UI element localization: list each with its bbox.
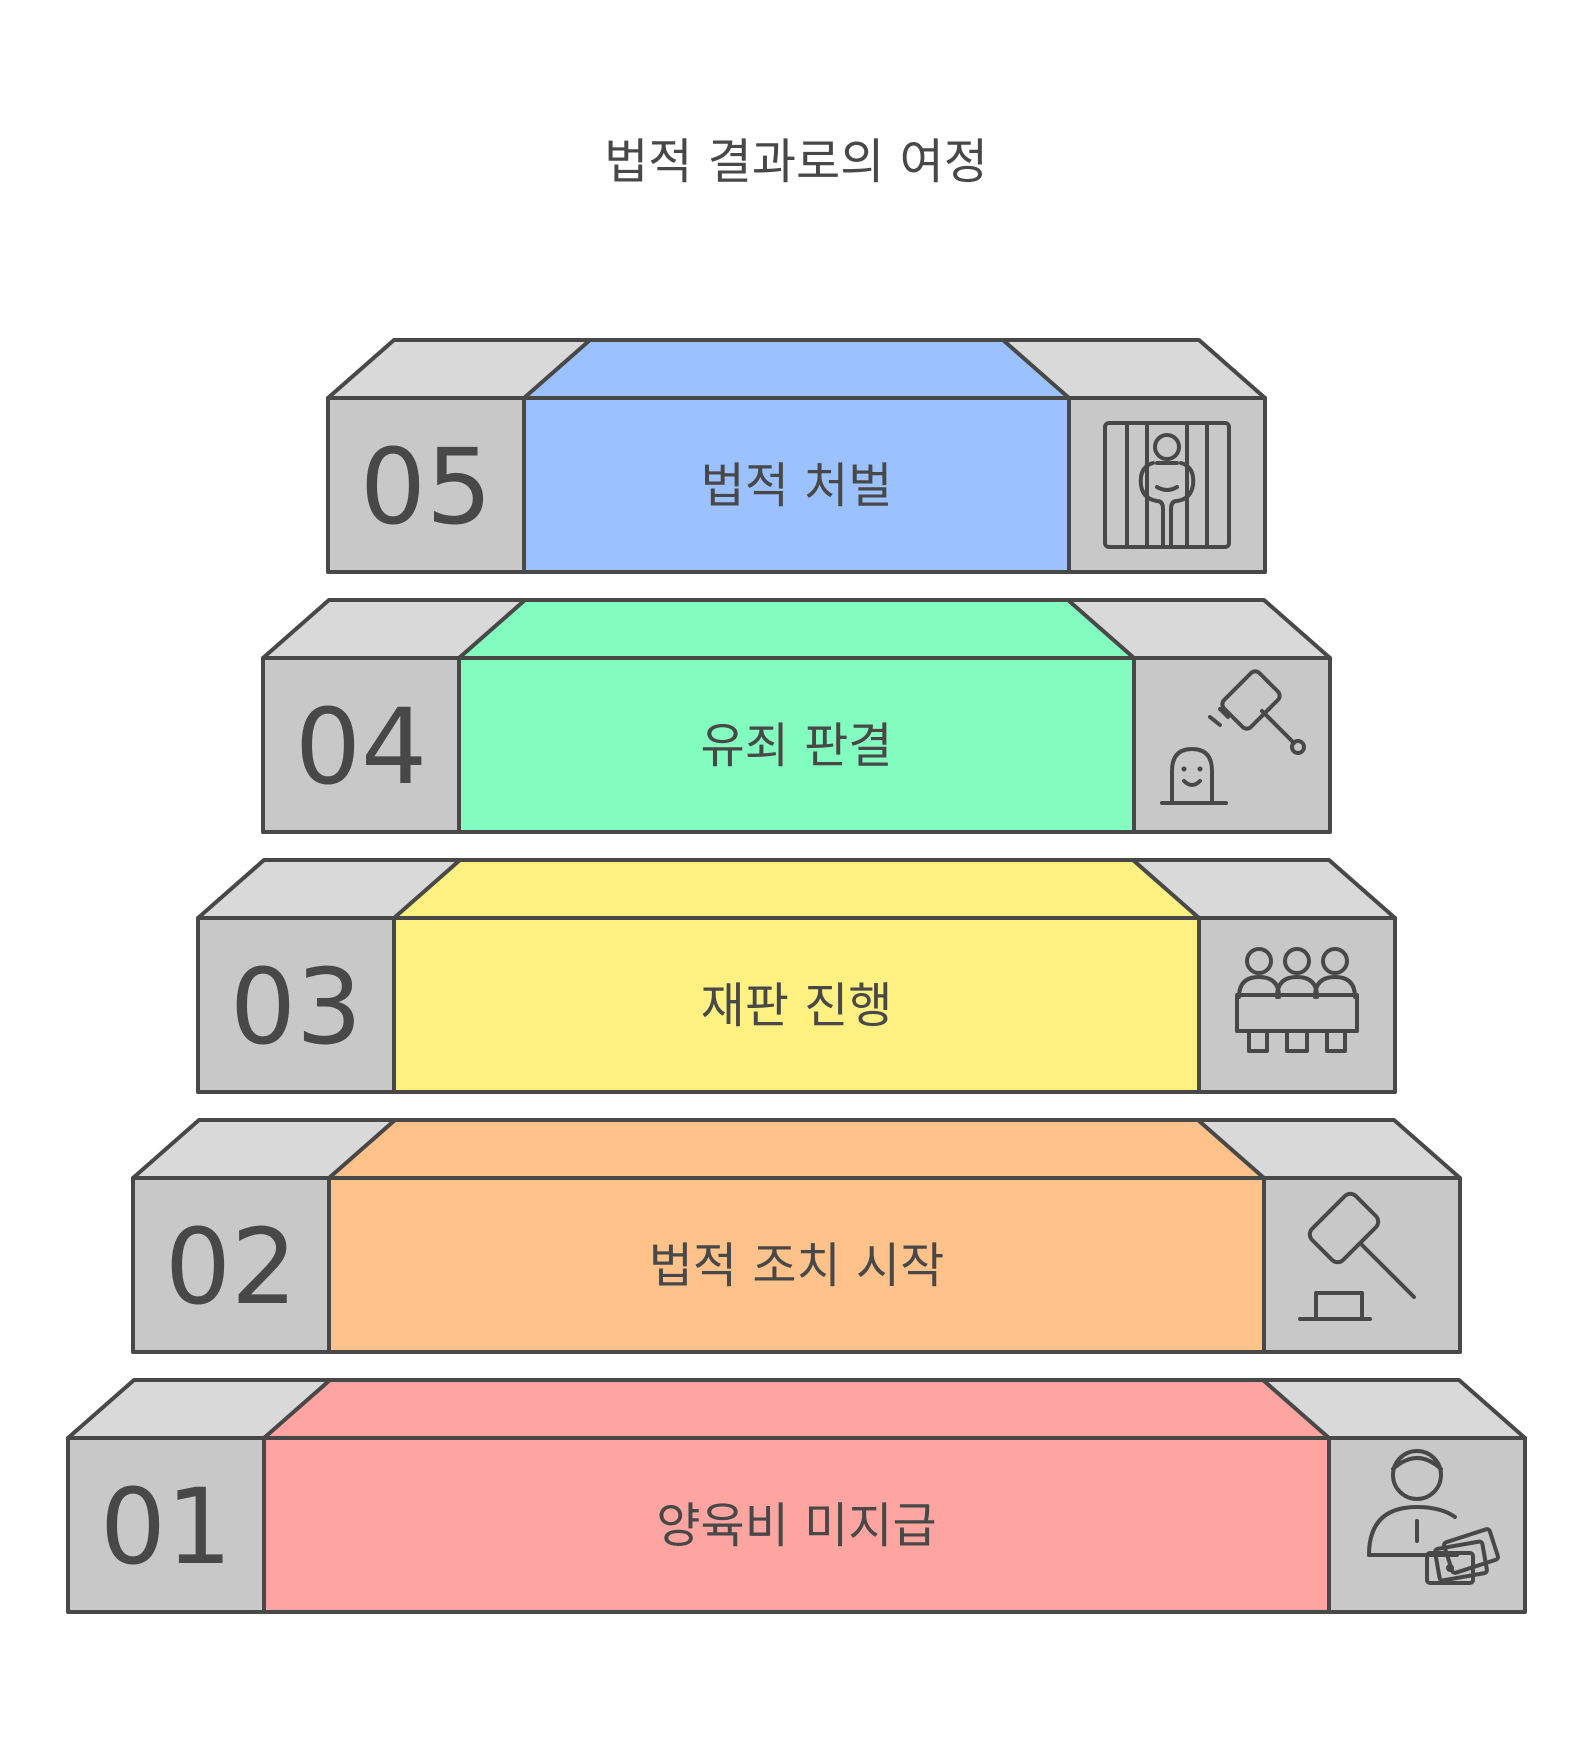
step-number: 02: [165, 1206, 297, 1328]
gavel-strike-icon: [1160, 669, 1306, 805]
step-number: 01: [100, 1466, 232, 1588]
step-icon-block: [1262, 1176, 1462, 1354]
step-center-top: [392, 858, 1201, 920]
gavel-icon: [1298, 1191, 1416, 1321]
step-center-top: [457, 598, 1136, 660]
step-label-block: [327, 1176, 1266, 1354]
step-center-top: [262, 1378, 1331, 1440]
step-01: 01 양육비 미지급: [66, 1378, 1527, 1614]
step-label-block: [392, 916, 1201, 1094]
diagram-title: 법적 결과로의 여정: [604, 134, 988, 190]
prisoner-icon: [1103, 421, 1231, 549]
step-04: 04 유죄 판결: [261, 598, 1332, 834]
step-number: 05: [360, 426, 492, 548]
person-money-icon: [1367, 1449, 1500, 1585]
step-label: 법적 처벌: [701, 458, 893, 514]
step-icon-block: [1132, 656, 1332, 834]
step-icon-block: [1327, 1436, 1527, 1614]
step-03: 03 재판 진행: [196, 858, 1397, 1094]
step-02: 02 법적 조치 시작: [131, 1118, 1462, 1354]
step-number: 04: [295, 686, 427, 808]
step-05: 05 법적 처벌: [326, 338, 1267, 574]
step-label: 재판 진행: [701, 978, 893, 1034]
step-label: 법적 조치 시작: [649, 1238, 944, 1294]
step-number: 03: [230, 946, 362, 1068]
step-number-block: [261, 656, 461, 834]
step-label: 유죄 판결: [701, 718, 893, 774]
step-number-block: [326, 396, 526, 574]
jury-panel-icon: [1235, 947, 1359, 1053]
step-label: 양육비 미지급: [656, 1498, 936, 1554]
step-number-block: [196, 916, 396, 1094]
step-center-top: [522, 338, 1071, 400]
step-icon-block: [1197, 916, 1397, 1094]
step-center-top: [327, 1118, 1266, 1180]
step-icon-block: [1067, 396, 1267, 574]
step-number-block: [66, 1436, 266, 1614]
step-label-block: [457, 656, 1136, 834]
